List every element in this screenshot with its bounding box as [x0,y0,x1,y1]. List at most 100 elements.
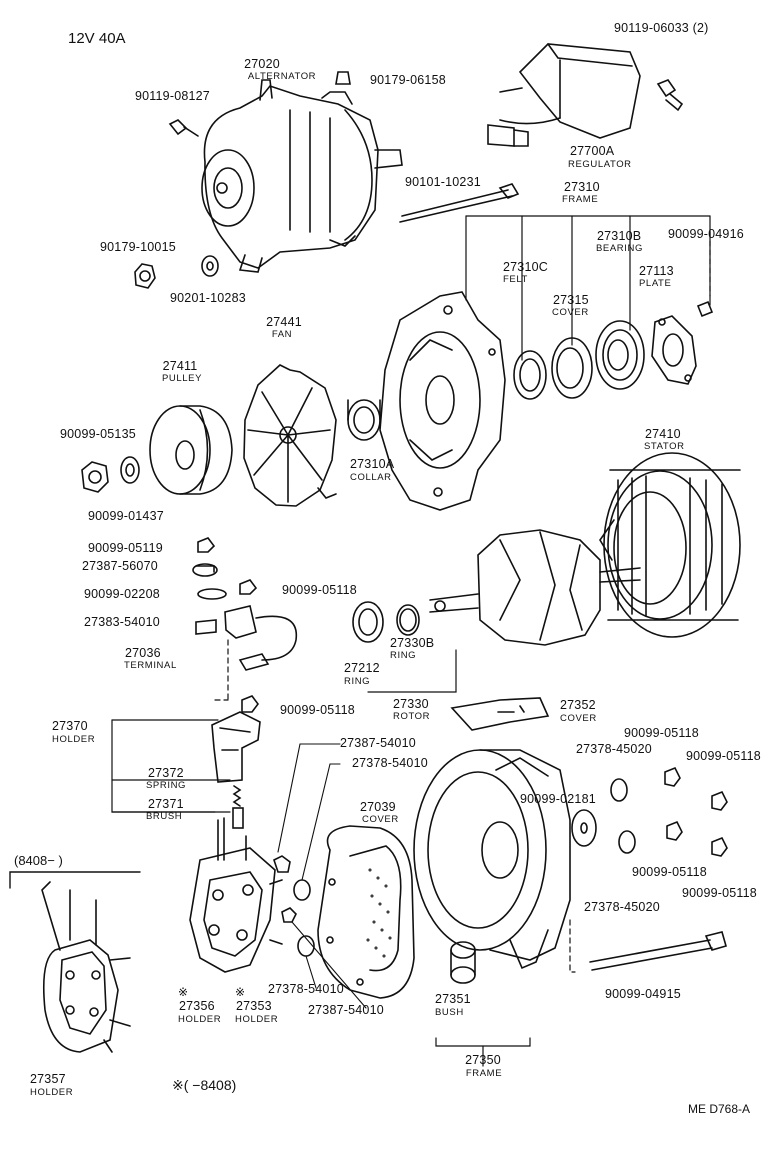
insulator-27387-54010-b-drawing [281,907,297,923]
part-27371-name: BRUSH [146,811,183,822]
frame-bot-bracket [435,1037,531,1067]
part-90099-05118-number-c: 90099-05118 [624,726,699,740]
holder-27370-drawing [211,711,261,783]
part-27410-number: 27410 [645,427,681,441]
part-27700a-name: REGULATOR [568,159,632,170]
bush-drawing [450,941,476,984]
regulator-drawing [487,43,641,147]
cover-27352-drawing [450,697,550,731]
part-90099-05118-number-f: 90099-05118 [682,886,757,900]
part-27352-name: COVER [560,713,597,724]
part-27378-45020-number-b: 27378-45020 [584,900,660,914]
nut-90099-05118-c-drawing [664,766,681,787]
part-90099-05118-number-b: 90099-05118 [280,703,355,717]
cover-27315-drawing [551,337,593,399]
part-27350-number: 27350 [465,1053,501,1067]
terminal-dashed-guide [214,639,229,701]
part-27315-name: COVER [552,307,589,318]
spec-label: 12V 40A [68,30,126,47]
part-27370-name: HOLDER [52,734,96,745]
part-27315-number: 27315 [553,293,589,307]
nut-90099-05118-a-drawing [239,579,258,595]
part-27310c-name: FELT [503,274,528,285]
part-27353-name: HOLDER [235,1014,279,1025]
part-27378-54010-number-b: 27378-54010 [268,982,344,996]
part-27113-name: PLATE [639,278,672,289]
part-27020-name: ALTERNATOR [247,71,317,82]
part-27039-number: 27039 [360,800,396,814]
nut-90099-05118-b-drawing [241,695,259,713]
part-27039-name: COVER [362,814,399,825]
part-90119-06033-number: 90119-06033 (2) [614,21,709,35]
rotor-drawing [429,529,641,646]
nut-90099-05119-drawing [197,537,216,553]
bearing-drawing [595,320,645,390]
part-90179-10015-number: 90179-10015 [100,240,176,254]
part-90099-02208-number: 90099-02208 [84,587,160,601]
washer-90201-10283-drawing [201,255,219,277]
part-27356-name: HOLDER [178,1014,222,1025]
part-90099-02181-number: 90099-02181 [520,792,596,806]
part-27387-54010-number-a: 27387-54010 [340,736,416,750]
part-90099-05118-number-e: 90099-05118 [632,865,707,879]
part-27351-number: 27351 [435,992,471,1006]
part-90099-01437-number: 90099-01437 [88,509,164,523]
part-27383-54010-number: 27383-54010 [84,615,160,629]
insulator-27378-54010-a-drawing [293,879,311,901]
part-27371-number: 27371 [148,797,184,811]
range-note: ※( −8408) [172,1077,237,1093]
frame-27310-drawing [379,291,506,511]
asterisk-mark-27353: ※ [235,985,246,999]
part-27330b-number: 27330B [390,636,435,650]
part-27357-number: 27357 [30,1072,66,1086]
nut-90099-05118-f-drawing [711,836,728,857]
nut-90099-05118-e-drawing [666,820,683,841]
insulator-27378-45020-a-drawing [610,778,628,802]
part-90119-08127-number: 90119-08127 [135,89,210,103]
inset-range-label: (8408− ) [14,853,63,868]
part-27310a-name: COLLAR [350,472,392,483]
diagram-code: ME D768-A [688,1102,751,1116]
part-27113-number: 27113 [639,264,674,278]
ring-27212-drawing [352,601,384,643]
terminal-drawing [195,605,298,671]
washer-90099-01437-drawing [120,456,140,484]
part-90179-06158-number: 90179-06158 [370,73,446,87]
insulator-leaders [277,743,367,1009]
long-bolt-bottom-drawing [589,931,727,971]
rotor-bracket [367,649,457,693]
nut-90099-05118-d-drawing [711,790,728,811]
plate-27113-drawing [651,315,697,385]
part-90101-10231-number: 90101-10231 [405,175,481,189]
brush-drawing [232,807,244,829]
part-27310b-name: BEARING [596,243,643,254]
part-27370-number: 27370 [52,719,88,733]
holder-27357-drawing [41,881,131,1053]
part-27353-number: 27353 [236,999,272,1013]
part-27372-number: 27372 [148,766,184,780]
part-90099-05135-number: 90099-05135 [60,427,136,441]
asterisk-mark-27356: ※ [178,985,189,999]
part-27310b-number: 27310B [597,229,642,243]
part-27356-number: 27356 [179,999,215,1013]
part-27212-number: 27212 [344,661,380,675]
frame-27350-drawing [413,749,571,970]
part-27357-name: HOLDER [30,1087,74,1098]
part-27387-54010-number-b: 27387-54010 [308,1003,384,1017]
part-27310-name: FRAME [562,194,599,205]
part-27410-name: STATOR [644,441,685,452]
part-27310a-number: 27310A [350,457,395,471]
holder-bracket [111,719,231,813]
part-27378-45020-number-a: 27378-45020 [576,742,652,756]
part-27352-number: 27352 [560,698,596,712]
fan-drawing [243,364,337,507]
part-27387-56070-number: 27387-56070 [82,559,158,573]
part-27330-name: ROTOR [393,711,431,722]
part-27330b-name: RING [390,650,417,661]
nut-90179-10015-drawing [134,263,156,289]
long-bolt-top-drawing [399,183,520,223]
dashed-guide-right [569,231,711,973]
part-27411-name: PULLEY [161,373,203,384]
washer-90099-02208-drawing [197,588,227,600]
